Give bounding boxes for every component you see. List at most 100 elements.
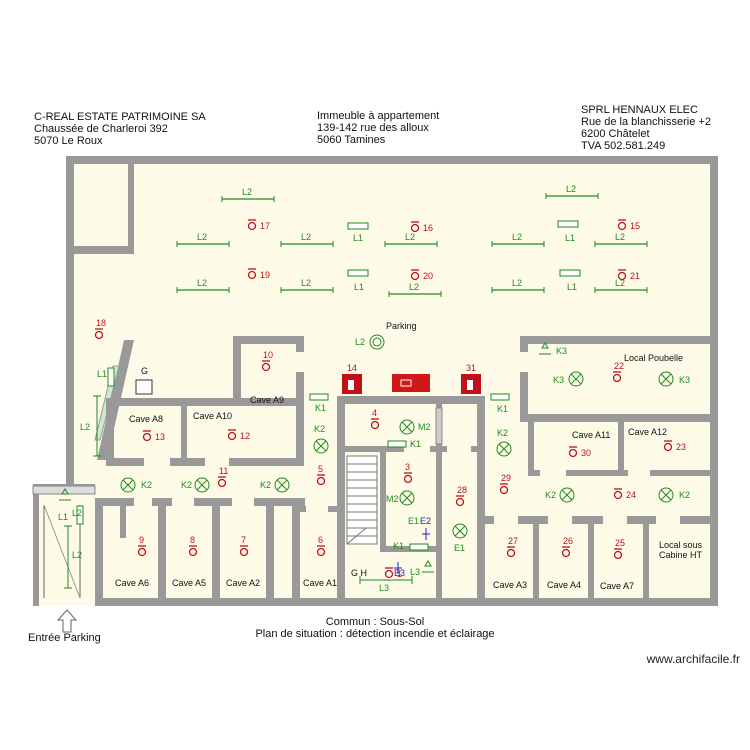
k3-label-2: K3 [553, 375, 564, 385]
light-l2-label: L2 [301, 232, 311, 242]
k2-label-5: K2 [260, 480, 271, 490]
detector-number: 18 [96, 318, 106, 328]
label-cave-a11: Cave A11 [572, 430, 610, 440]
label-g: G [141, 366, 148, 376]
light-l2: L2 [176, 278, 230, 293]
detector-number: 8 [190, 535, 195, 545]
exit-sign-icon [309, 393, 329, 401]
e2-label: E2 [420, 516, 431, 526]
exit-sign-icon [409, 543, 429, 551]
smoke-detector-icon: 27 [506, 536, 518, 558]
smoke-detector-icon: 7 [239, 535, 249, 557]
l2-label-entry-2: L2 [72, 550, 82, 560]
m2-label-2: M2 [386, 494, 399, 504]
smoke-detector-icon: 20 [410, 269, 433, 281]
smoke-detector-icon: 29 [499, 473, 511, 495]
smoke-detector-icon: 12 [227, 429, 250, 441]
detector-number: 26 [563, 536, 573, 546]
extinguisher-number: 31 [466, 363, 476, 373]
detector-number: 23 [676, 442, 686, 452]
m2-label-1: M2 [418, 422, 431, 432]
detector-number: 27 [508, 536, 518, 546]
smoke-detector-icon: 18 [94, 318, 106, 340]
exit-sign-icon [107, 367, 115, 387]
detector-number: 22 [614, 361, 624, 371]
watermark: www.archifacile.fr [646, 652, 740, 666]
detector-number: 29 [501, 473, 511, 483]
detector-number: 7 [241, 535, 246, 545]
l1-label-6: L1 [58, 512, 68, 522]
detector-number: 24 [626, 490, 636, 500]
parking-l2-label: L2 [355, 337, 365, 347]
light-l2: L2 [221, 187, 275, 202]
smoke-detector-icon: 8 [188, 535, 198, 557]
light-l2: L2 [491, 278, 545, 293]
smoke-detector-icon: 25 [613, 538, 625, 560]
e1-label-1: E1 [454, 543, 465, 553]
detector-number: 19 [260, 270, 270, 280]
exit-sign-icon [347, 269, 369, 277]
light-l2-label: L2 [301, 278, 311, 288]
smoke-detector-icon: 11 [217, 466, 228, 488]
smoke-detector-icon: 30 [568, 446, 591, 458]
fire-extinguisher-icon: 31 [461, 363, 481, 394]
detector-number: 25 [615, 538, 625, 548]
owner-block: C-REAL ESTATE PATRIMOINE SA Chaussée de … [34, 111, 206, 147]
building-city: 5060 Tamines [317, 134, 386, 146]
smoke-detector-icon: 16 [410, 221, 433, 233]
l1-label-2: L1 [565, 233, 575, 243]
k1-label-1: K1 [315, 403, 326, 413]
k2-label-6: K2 [545, 490, 556, 500]
light-l2: L2 [176, 232, 230, 247]
light-l2-label: L2 [512, 232, 522, 242]
detector-number: 3 [405, 462, 410, 472]
exit-sign-icon [557, 220, 579, 228]
owner-name: C-REAL ESTATE PATRIMOINE SA [34, 111, 206, 123]
detector-number: 30 [581, 448, 591, 458]
parking-light-icon [369, 334, 385, 350]
l3-label-2: L3 [410, 567, 420, 577]
exit-sign-icon [347, 222, 369, 230]
smoke-detector-icon: 4 [370, 408, 380, 430]
entry-lights [64, 395, 413, 589]
label-local-ht-2: Cabine HT [659, 550, 703, 560]
light-l2: L2 [594, 232, 648, 247]
detector-number: 6 [318, 535, 323, 545]
emergency-symbols [394, 528, 430, 574]
exit-sign-icon [76, 505, 84, 525]
contractor-vat: TVA 502.581.249 [581, 140, 666, 152]
l1-label-4: L1 [567, 282, 577, 292]
entry-arrow-icon [56, 609, 78, 633]
entry-label: Entrée Parking [28, 632, 101, 644]
label-cave-a6: Cave A6 [115, 578, 149, 588]
building-street: 139-142 rue des alloux [317, 122, 429, 134]
detector-number: 1 [397, 569, 402, 579]
smoke-detector-icon: 9 [137, 535, 147, 557]
extinguisher-number: 14 [347, 363, 357, 373]
label-cave-a2: Cave A2 [226, 578, 260, 588]
owner-street: Chaussée de Charleroi 392 [34, 123, 168, 135]
smoke-detector-icon: 3 [403, 462, 413, 484]
l2-label-ramp: L2 [80, 422, 90, 432]
building-block: Immeuble à appartement 139-142 rue des a… [317, 110, 439, 146]
smoke-detector-icon: 26 [561, 536, 573, 558]
k2-label-4: K2 [181, 480, 192, 490]
fixture-labels: K3 K3 K2 K2 M2 M2 K2 K2 K2 K2 K2 [141, 375, 690, 504]
detector-number: 5 [318, 464, 323, 474]
room-labels: Parking Local Poubelle Cave A8 Cave A10 … [115, 321, 703, 591]
smoke-detector-icon: 6 [316, 535, 326, 557]
light-l2: L2 [388, 282, 442, 297]
extinguishers-layer: 14 31 [342, 363, 481, 394]
lamp-icons [59, 342, 551, 573]
detector-number: 17 [260, 221, 270, 231]
light-l2: L2 [384, 232, 438, 247]
detector-number: 28 [457, 485, 467, 495]
label-local-poubelle: Local Poubelle [624, 353, 683, 363]
central-panel [392, 374, 430, 392]
caption-line-2: Plan de situation : détection incendie e… [255, 628, 495, 640]
detector-number: 10 [263, 350, 273, 360]
contractor-street: Rue de la blanchisserie +2 [581, 116, 711, 128]
